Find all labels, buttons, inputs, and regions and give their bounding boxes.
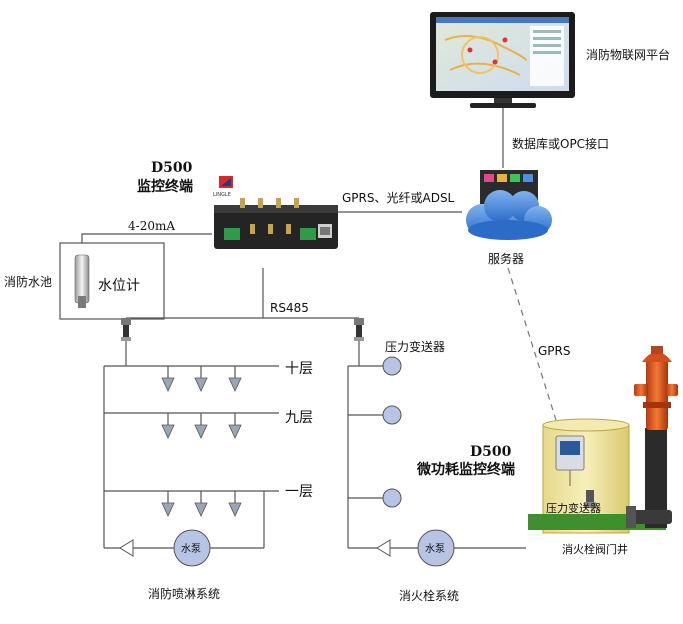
- valve-well-label: 消火栓阀门井: [562, 542, 628, 556]
- server-label: 服务器: [488, 251, 524, 266]
- level-meter-label: 水位计: [98, 278, 140, 294]
- sprinkler-pump-label: 水泵: [181, 543, 201, 555]
- sprinkler-pipes: [103, 341, 279, 549]
- analog-signal-label: 4-20mA: [128, 219, 175, 233]
- platform-monitor: [430, 12, 575, 108]
- terminal-model: D500: [151, 160, 193, 176]
- sprinkler-pump: [173, 529, 211, 567]
- cloud-icon: [466, 190, 552, 240]
- well-pressure-sensor: [584, 490, 596, 508]
- water-pool-label: 消防水池: [4, 274, 52, 289]
- db-interface-label: 数据库或OPC接口: [512, 136, 609, 151]
- gprs-label: GPRS: [538, 344, 571, 358]
- sprinkler-flow-arrow: [119, 539, 134, 557]
- sprinkler-system-label: 消防喷淋系统: [148, 586, 220, 601]
- rs485-label: RS485: [270, 301, 309, 315]
- pressure-transmitter-label: 压力变送器: [385, 339, 445, 354]
- platform-label: 消防物联网平台: [586, 47, 670, 62]
- hydrant-gauges: [382, 356, 402, 508]
- hydrant-system-label: 消火栓系统: [399, 588, 459, 603]
- terminal-device: [214, 198, 338, 249]
- sprinkler-pressure-sensor: [121, 318, 131, 341]
- hydrant-pressure-sensor: [354, 318, 364, 341]
- gprs-link: [507, 267, 557, 421]
- lingle-brand: LINGLE: [213, 192, 231, 198]
- sprinkler-heads: [161, 377, 242, 517]
- lingle-logo: LINGLE: [213, 176, 233, 198]
- hydrant-icon: [626, 346, 678, 528]
- hydrant-pump-label: 水泵: [425, 543, 445, 555]
- level-meter-icon: [74, 254, 90, 308]
- lp-terminal-device: [555, 435, 585, 486]
- lp-terminal-name: 微功耗监控终端: [416, 461, 515, 478]
- floor-1-label: 一层: [285, 484, 313, 500]
- hydrant-pump: [417, 529, 455, 567]
- well-pressure-label: 压力变送器: [546, 501, 601, 515]
- terminal-name: 监控终端: [137, 178, 193, 195]
- floor-10-label: 十层: [285, 361, 313, 377]
- hydrant-flow-arrow: [376, 539, 391, 557]
- lp-terminal-model: D500: [470, 444, 512, 460]
- floor-9-label: 九层: [285, 410, 313, 426]
- link-label: GPRS、光纤或ADSL: [342, 191, 455, 205]
